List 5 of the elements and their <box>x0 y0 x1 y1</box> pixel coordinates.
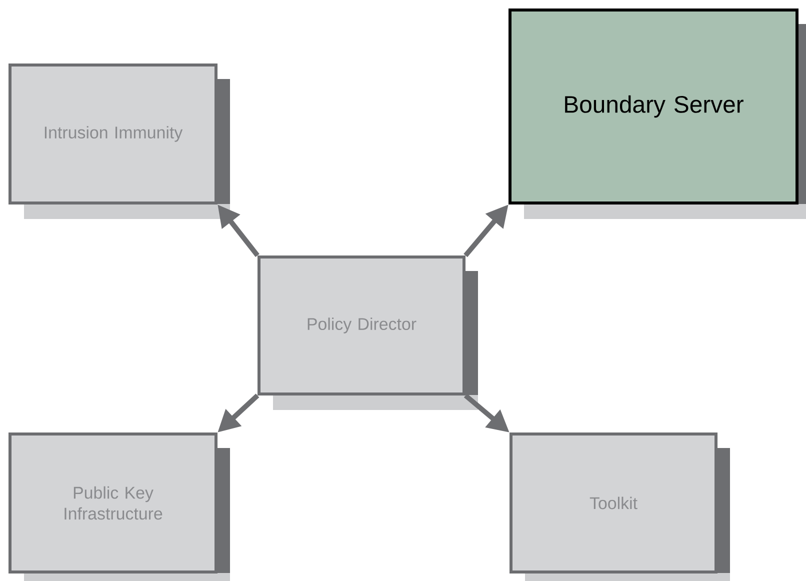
process-box: Boundary Server <box>508 8 806 219</box>
process-box: Policy Director <box>258 255 478 410</box>
process-box: Toolkit <box>510 432 730 581</box>
process-box: Intrusion Immunity <box>8 63 230 219</box>
process-box: Public Key Infrastructure <box>8 432 230 581</box>
